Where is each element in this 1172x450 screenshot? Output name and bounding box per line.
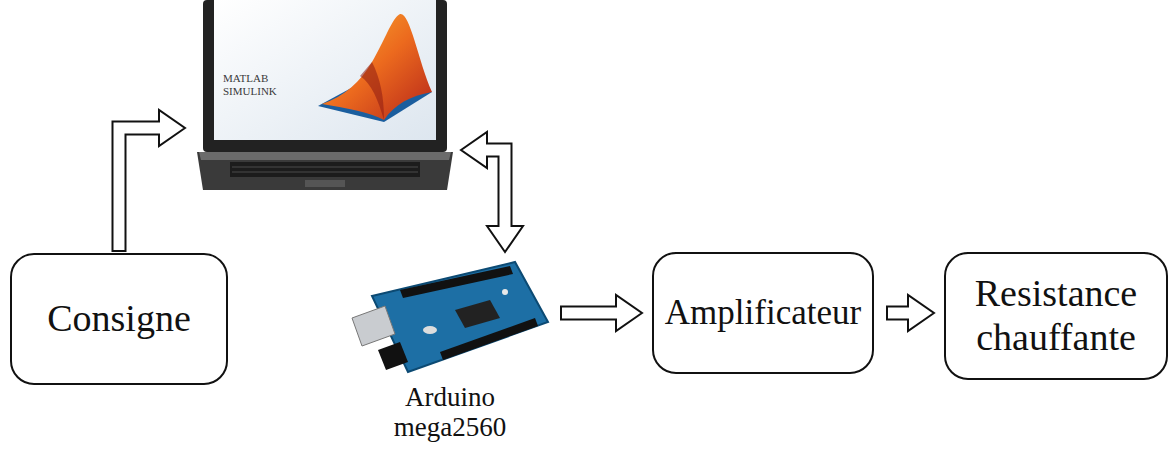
rounded-box: Resistance chauffante [944,252,1168,380]
hollow-arrow [560,295,642,331]
rounded-box: Amplificateur [652,252,874,374]
keyboard-rows [232,167,418,172]
node-label: Amplificateur [665,293,861,333]
arduino-illustration [352,262,548,372]
usb-connector [352,306,395,346]
microcontroller-chip [455,300,500,328]
arrow-head [616,295,642,331]
arrow-shaft-fill [562,308,619,319]
laptop-illustration [197,0,453,190]
arrow-shaft-fill [484,150,505,229]
arduino-board [372,262,548,372]
arrow-shaft-outline [119,128,159,252]
hollow-arrow [119,110,185,252]
pin-header [400,266,513,298]
power-jack [378,342,408,370]
node-label: Resistance chauffante [946,272,1166,359]
arrow-shaft-fill [888,308,911,319]
node-label: MATLAB SIMULINK [223,72,283,97]
matlab-logo-peak [322,14,432,120]
arrow-head [487,226,523,252]
laptop-screen [214,0,436,140]
laptop-keyboard [230,162,420,177]
arrow-shaft-fill [119,128,162,250]
laptop-base [197,152,453,190]
hollow-arrow [886,295,934,331]
arrow-head [159,110,185,146]
laptop-lid [203,0,447,152]
rounded-box: Consigne [10,253,228,385]
matlab-logo-shade [360,62,384,120]
board-led [502,289,508,295]
laptop-icon: MATLAB SIMULINK [195,0,457,192]
hollow-arrow [461,132,523,252]
node-label: Arduino mega2560 [388,382,513,442]
arduino-board: Arduino mega2560 [345,258,555,442]
arrow-head [461,132,487,168]
node-label: Consigne [47,297,191,341]
laptop-hinge [199,152,451,160]
pin-header [440,318,538,360]
arrow-head [908,295,934,331]
laptop-touchpad [305,180,345,187]
crystal [423,326,437,334]
